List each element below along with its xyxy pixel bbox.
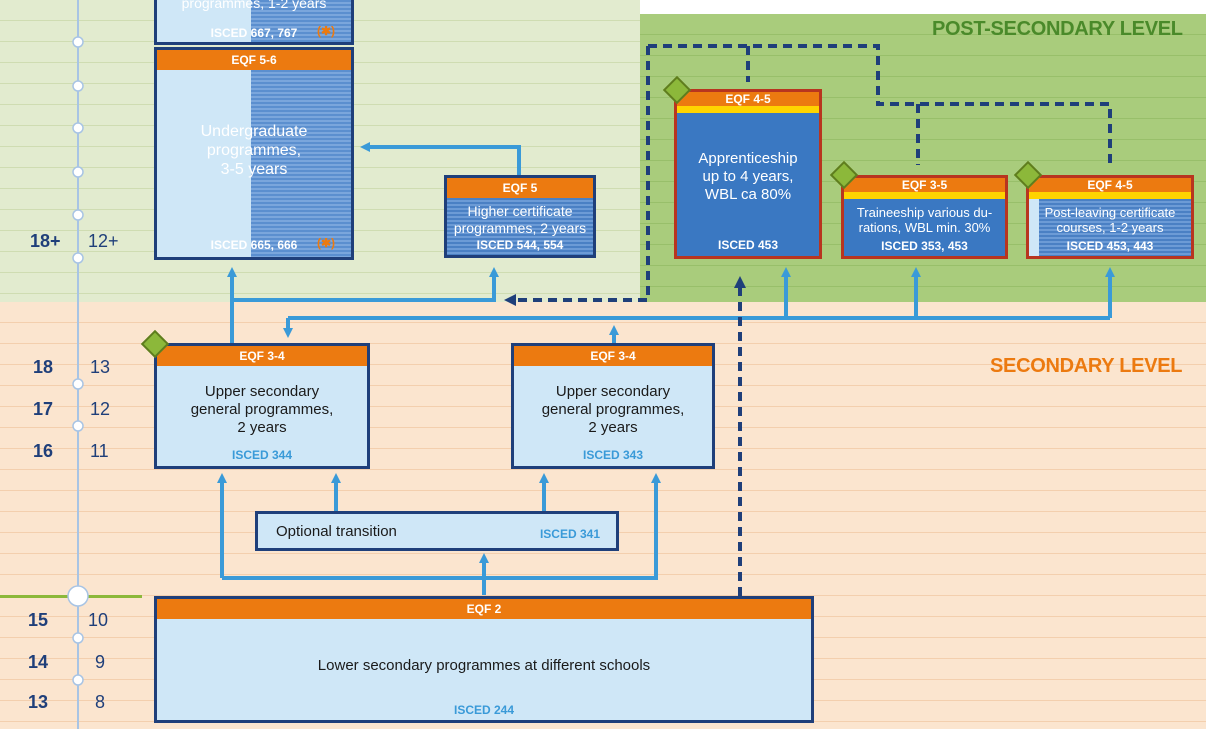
asterisk-icon: (✱) xyxy=(317,24,336,38)
upper-gen-line: 2 years xyxy=(237,419,287,436)
undergraduate-line: programmes, xyxy=(206,142,302,159)
lower-secondary-isced: ISCED 244 xyxy=(453,703,515,717)
undergraduate-line: 3-5 years xyxy=(220,161,288,178)
undergraduate-isced: ISCED 665, 666 xyxy=(210,238,298,252)
top-cut-isced: ISCED 667, 767 xyxy=(210,26,298,40)
axis-age: 13 xyxy=(28,692,49,712)
axis-grade: 8 xyxy=(95,692,106,712)
apprenticeship-line: WBL ca 80% xyxy=(704,186,792,203)
higher-cert-line: programmes, 2 years xyxy=(453,220,587,236)
top-white-strip xyxy=(640,0,1206,14)
undergraduate-line: Undergraduate xyxy=(200,123,308,140)
top-cut-text: programmes, 1-2 years xyxy=(181,0,327,11)
apprenticeship-line: up to 4 years, xyxy=(702,168,794,185)
post-secondary-level-label: POST-SECONDARY LEVEL xyxy=(932,18,1183,40)
axis-age: 18 xyxy=(33,357,54,377)
upper-gen-line: general programmes, xyxy=(190,401,334,418)
upper-gen-line: 2 years xyxy=(588,419,638,436)
undergraduate-box: EQF 5-6 Undergraduate programmes, 3-5 ye… xyxy=(154,47,354,260)
plc-isced: ISCED 453, 443 xyxy=(1066,239,1154,253)
secondary-level-label: SECONDARY LEVEL xyxy=(990,355,1183,377)
higher-cert-isced: ISCED 544, 554 xyxy=(476,238,564,252)
optional-transition-isced: ISCED 341 xyxy=(539,527,600,541)
eqf-header: EQF 3-4 xyxy=(157,346,367,366)
axis-grade: 12 xyxy=(90,399,111,419)
upper-secondary-general-box-2: EQF 3-4 Upper secondary general programm… xyxy=(511,343,715,469)
timeline-axis xyxy=(77,0,79,729)
top-cut-programme-box: programmes, 1-2 years ISCED 667, 767 (✱) xyxy=(154,0,354,45)
axis-grade: 9 xyxy=(95,652,106,672)
eqf-header: EQF 3-5 xyxy=(844,178,1005,199)
eqf-header: EQF 2 xyxy=(157,599,811,619)
optional-transition-box: Optional transition ISCED 341 xyxy=(255,511,619,551)
apprenticeship-box: EQF 4-5 Apprenticeship up to 4 years, WB… xyxy=(674,89,822,259)
axis-age: 16 xyxy=(33,441,54,461)
lower-secondary-text: Lower secondary programmes at different … xyxy=(317,657,651,674)
axis-grade: 10 xyxy=(88,610,109,630)
traineeship-line: rations, WBL min. 30% xyxy=(858,220,991,235)
plc-line: Post-leaving certificate xyxy=(1044,205,1176,220)
upper-gen-isced: ISCED 343 xyxy=(582,448,644,462)
optional-transition-text: Optional transition xyxy=(276,523,397,540)
higher-cert-line: Higher certificate xyxy=(467,203,573,219)
axis-grade: 12+ xyxy=(88,231,119,251)
lower-secondary-box: EQF 2 Lower secondary programmes at diff… xyxy=(154,596,814,723)
post-leaving-certificate-box: EQF 4-5 Post-leaving certificate courses… xyxy=(1026,175,1194,259)
axis-age: 14 xyxy=(28,652,49,672)
axis-age: 17 xyxy=(33,399,54,419)
eqf-header: EQF 5-6 xyxy=(157,50,351,70)
upper-gen-isced: ISCED 344 xyxy=(231,448,293,462)
axis-grade: 13 xyxy=(90,357,111,377)
upper-gen-line: Upper secondary xyxy=(204,383,320,400)
traineeship-line: Traineeship various du- xyxy=(856,205,993,220)
apprenticeship-isced: ISCED 453 xyxy=(717,238,779,252)
traineeship-box: EQF 3-5 Traineeship various du- rations,… xyxy=(841,175,1008,259)
plc-line: courses, 1-2 years xyxy=(1056,220,1164,235)
apprenticeship-line: Apprenticeship xyxy=(698,150,798,167)
eqf-header: EQF 3-4 xyxy=(514,346,712,366)
traineeship-isced: ISCED 353, 453 xyxy=(881,239,968,253)
upper-gen-line: general programmes, xyxy=(541,401,685,418)
axis-age: 15 xyxy=(28,610,49,630)
eqf-header: EQF 4-5 xyxy=(1029,178,1191,199)
axis-grade: 11 xyxy=(90,441,109,461)
upper-gen-line: Upper secondary xyxy=(555,383,671,400)
axis-age: 18+ xyxy=(30,231,61,251)
higher-certificate-box: EQF 5 Higher certificate programmes, 2 y… xyxy=(444,175,596,258)
eqf-header: EQF 5 xyxy=(447,178,593,198)
asterisk-icon: (✱) xyxy=(317,236,336,250)
upper-secondary-general-box-1: EQF 3-4 Upper secondary general programm… xyxy=(154,343,370,469)
eqf-header: EQF 4-5 xyxy=(677,92,819,113)
